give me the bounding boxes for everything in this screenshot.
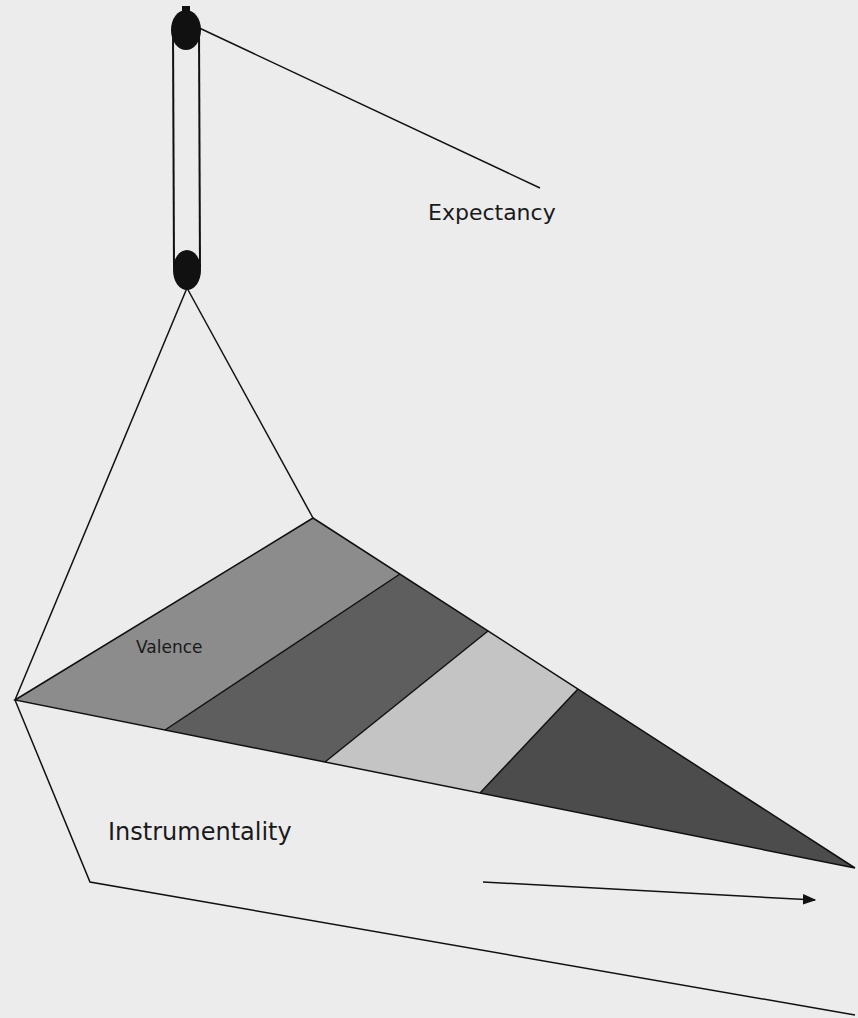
wedge-outline: [15, 518, 855, 868]
sling: [187, 288, 313, 518]
pulley-hook: [182, 6, 190, 14]
rope: [199, 30, 200, 268]
band-divider: [325, 631, 488, 762]
pulley: [171, 10, 201, 50]
instrumentality-label: Instrumentality: [108, 818, 292, 847]
valence-label: Valence: [136, 637, 203, 657]
band-divider: [480, 689, 578, 793]
rope: [173, 30, 174, 268]
wedge-band: [480, 689, 855, 868]
direction-arrow: [483, 882, 815, 900]
base-line: [15, 700, 855, 1015]
expectancy-label: Expectancy: [428, 200, 556, 226]
rope: [195, 26, 540, 188]
pulley: [173, 250, 201, 290]
